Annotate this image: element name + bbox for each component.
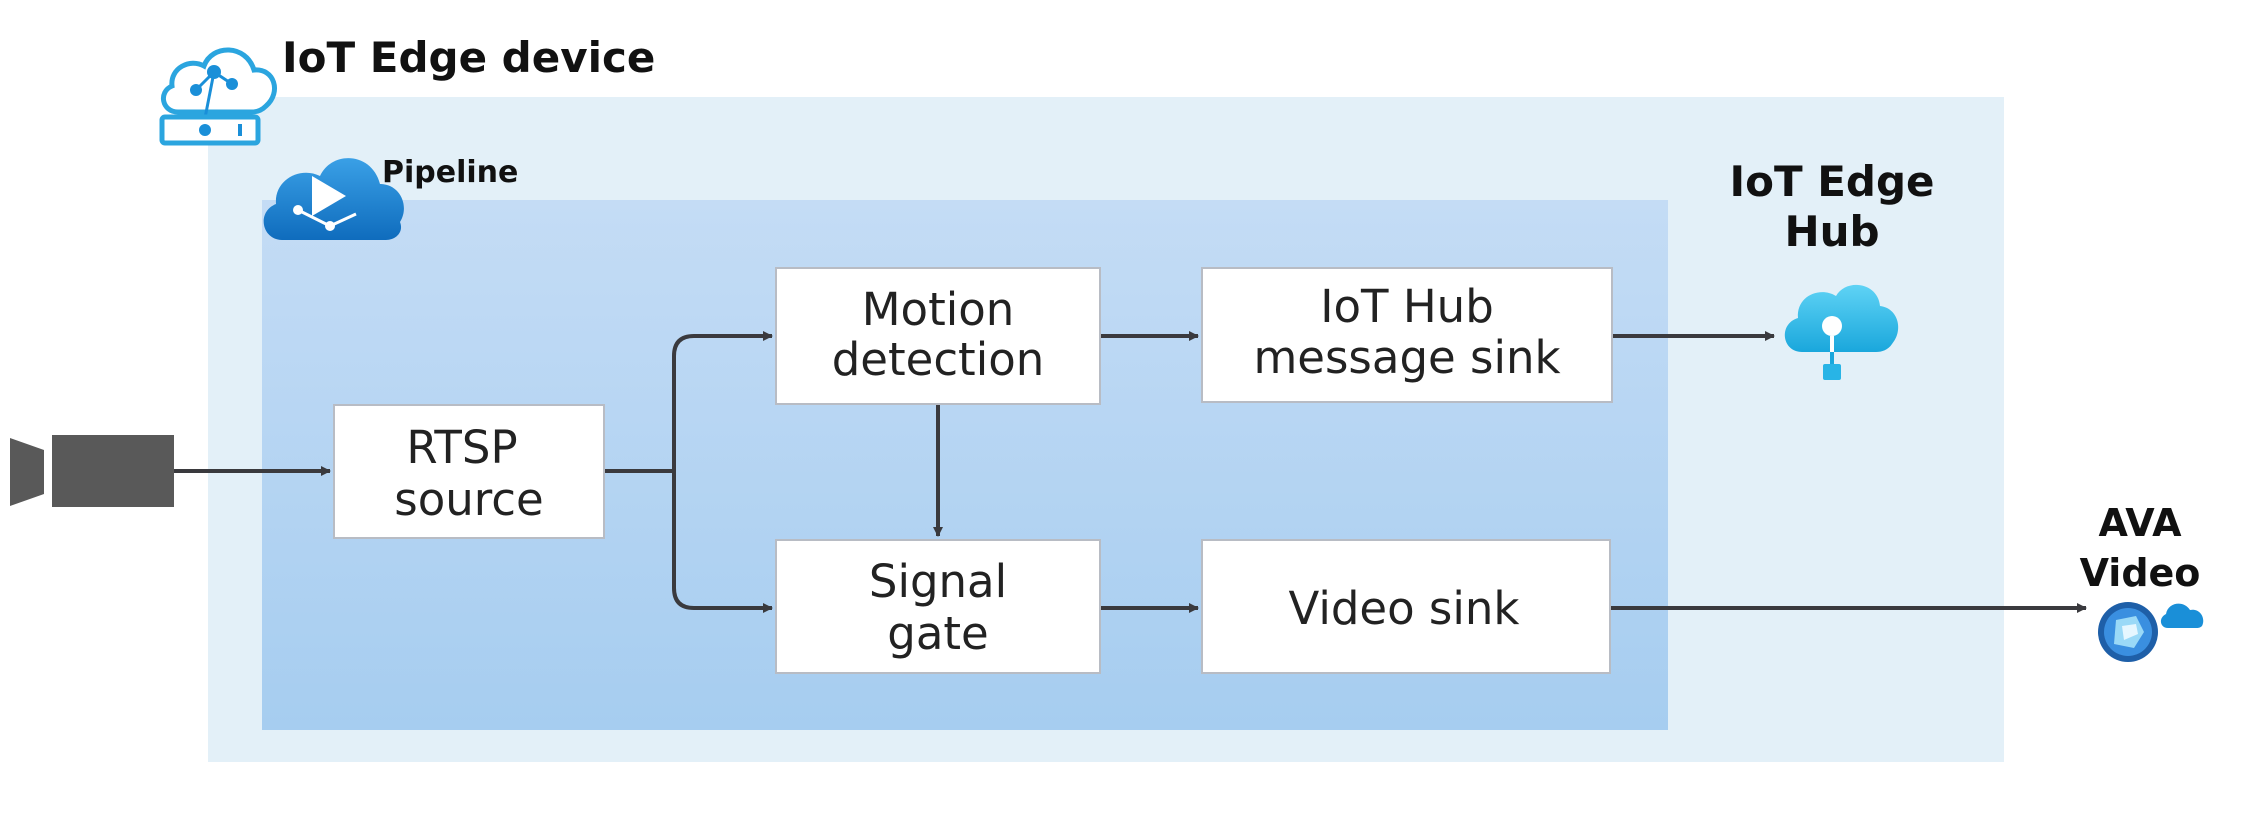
node-iothub-line2: message sink: [1253, 331, 1560, 384]
device-title: IoT Edge device: [282, 33, 655, 82]
node-video-line1: Video sink: [1289, 582, 1520, 635]
node-signal-line2: gate: [887, 607, 988, 660]
node-rtsp-line2: source: [394, 473, 543, 526]
arrow-branch-to-signal: [672, 471, 773, 613]
node-rtsp-line1: RTSP: [406, 421, 517, 474]
camera-icon: [10, 435, 174, 507]
edge-hub-title-line2: Hub: [1784, 207, 1879, 256]
node-iothub-message-sink: IoT Hub message sink: [1201, 267, 1613, 403]
ava-title-line1: AVA: [2098, 501, 2182, 545]
node-rtsp-source: RTSP source: [333, 404, 605, 539]
node-video-sink: Video sink: [1201, 539, 1611, 674]
connectors: [174, 331, 2087, 613]
node-signal-gate: Signal gate: [775, 539, 1101, 674]
arrow-branch-to-motion: [672, 331, 773, 471]
ava-video-icon: [2098, 602, 2204, 662]
pipeline-label: Pipeline: [382, 155, 518, 190]
node-motion-detection: Motion detection: [775, 267, 1101, 405]
node-signal-line1: Signal: [869, 555, 1007, 608]
node-motion-line1: Motion: [862, 283, 1015, 336]
iot-edge-device-icon: [159, 47, 277, 146]
ava-title-line2: Video: [2080, 551, 2201, 595]
edge-hub-title-line1: IoT Edge: [1729, 157, 1934, 206]
node-iothub-line1: IoT Hub: [1320, 280, 1494, 333]
pipeline-cloud-icon: [263, 158, 404, 240]
edge-hub-icon: [1784, 284, 1899, 380]
node-motion-line2: detection: [832, 333, 1045, 386]
